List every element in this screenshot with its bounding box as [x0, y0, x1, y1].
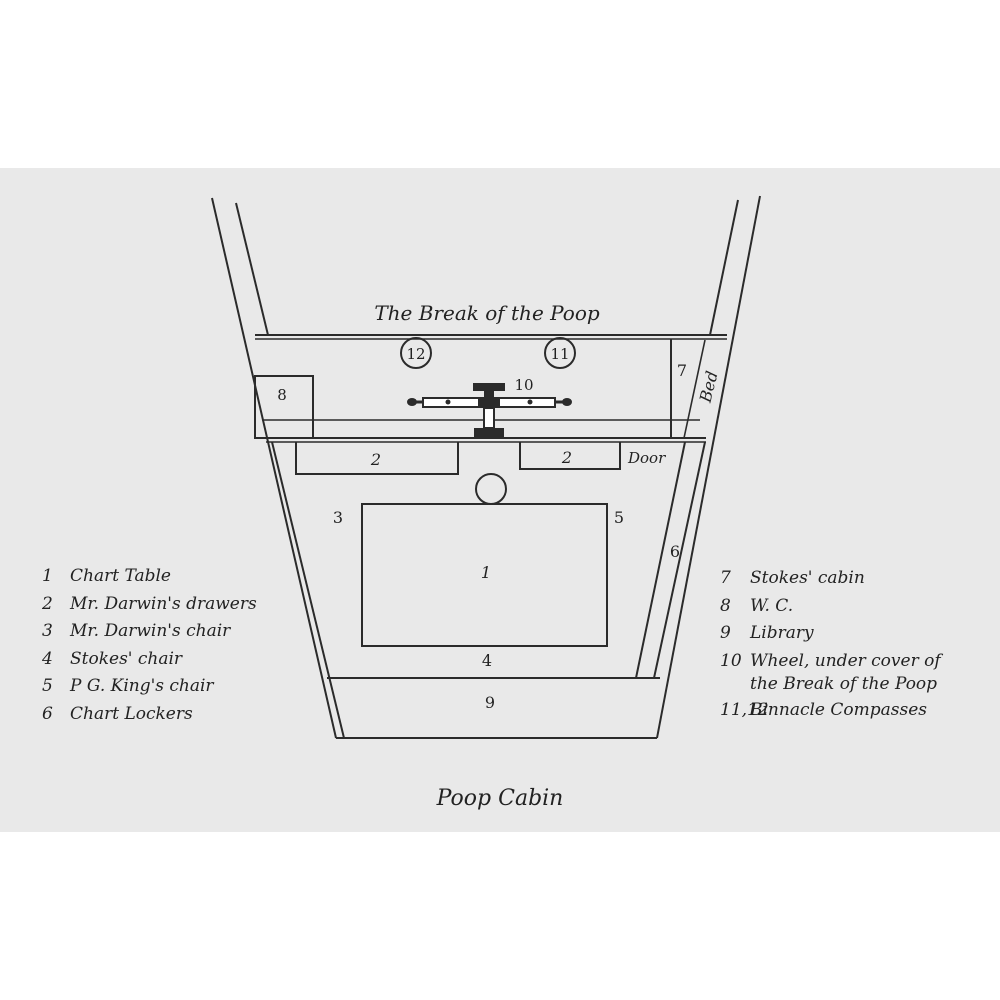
wheel-icon: [407, 383, 572, 437]
label-4: 4: [482, 651, 492, 670]
legend-text: Chart Lockers: [70, 703, 193, 724]
legend-item-continuation: the Break of the Poop: [750, 674, 938, 695]
hull-outer-right: [656, 195, 761, 739]
hull-inner-left-upper: [235, 202, 269, 336]
label-7: 7: [677, 361, 687, 380]
label-3: 3: [333, 508, 343, 527]
legend-number: 11,12: [720, 700, 769, 721]
legend-item: 5 P G. King's chair: [42, 673, 257, 701]
legend-number: 10: [720, 650, 742, 671]
binnacle-compass-11: [544, 337, 576, 369]
legend-item: 6 Chart Lockers: [42, 701, 257, 729]
legend-number: 3: [42, 621, 53, 642]
chart-lockers-outer: [653, 441, 706, 679]
legend-item: 7 Stokes' cabin: [720, 565, 941, 593]
label-9: 9: [485, 693, 495, 712]
legend-left: 1 Chart Table 2 Mr. Darwin's drawers 3 Mr. Da…: [42, 563, 257, 729]
break-of-poop-label: The Break of the Poop: [374, 301, 600, 325]
binnacle-compass-12: [400, 337, 432, 369]
label-1: 1: [481, 563, 491, 582]
legend-item: 8 W. C.: [720, 593, 941, 621]
legend-number: 7: [720, 568, 731, 588]
legend-text: Stokes' cabin: [750, 568, 865, 588]
legend-text: Mr. Darwin's chair: [70, 621, 231, 642]
label-10: 10: [514, 376, 533, 394]
label-2-right: 2: [561, 448, 572, 467]
label-12: 12: [406, 345, 425, 363]
label-11: 11: [550, 345, 569, 363]
hull-inner-right-upper: [709, 199, 739, 336]
door-label: Door: [627, 449, 666, 467]
legend-number: 4: [42, 648, 53, 669]
legend-text: Stokes' chair: [70, 648, 183, 669]
legend-right: 7 Stokes' cabin 8 W. C. 9 Library 10 Wheel, und…: [720, 565, 941, 725]
legend-item: 11,12Binnacle Compasses: [720, 697, 941, 725]
legend-item: 1 Chart Table: [42, 563, 257, 591]
hull-inner-left-lower: [271, 441, 345, 739]
label-5: 5: [614, 508, 624, 527]
legend-item: 9 Library: [720, 620, 941, 648]
wc-compartment: [254, 375, 314, 439]
legend-text: Binnacle Compasses: [750, 700, 927, 721]
label-2-left: 2: [370, 450, 381, 469]
legend-item: 10 Wheel, under cover of: [720, 648, 941, 676]
legend-number: 9: [720, 623, 731, 644]
diagram-caption: Poop Cabin: [436, 786, 564, 811]
bed-edge: [683, 339, 706, 439]
label-6: 6: [670, 542, 680, 561]
bed-label: Bed: [695, 369, 721, 405]
legend-number: 6: [42, 703, 53, 724]
legend-number: 5: [42, 676, 53, 697]
legend-text: Wheel, under cover of: [750, 650, 941, 671]
legend-text: P G. King's chair: [70, 676, 214, 697]
legend-item: 2 Mr. Darwin's drawers: [42, 591, 257, 619]
legend-number: 8: [720, 595, 731, 616]
legend-text: Library: [750, 623, 814, 644]
stool-circle: [475, 473, 507, 505]
label-8: 8: [277, 386, 287, 404]
legend-text: Chart Table: [70, 566, 171, 586]
darwin-drawers-right: [519, 442, 621, 470]
legend-number: 2: [42, 593, 53, 614]
darwin-drawers-left: [295, 442, 459, 475]
legend-item: 3 Mr. Darwin's chair: [42, 618, 257, 646]
legend-number: 1: [42, 566, 53, 586]
legend-text: Mr. Darwin's drawers: [70, 593, 257, 614]
legend-text: W. C.: [750, 595, 794, 616]
chart-table: [361, 503, 608, 647]
chart-lockers-inner: [635, 441, 686, 679]
legend-item: 4 Stokes' chair: [42, 646, 257, 674]
hull-outer-left: [211, 197, 337, 739]
